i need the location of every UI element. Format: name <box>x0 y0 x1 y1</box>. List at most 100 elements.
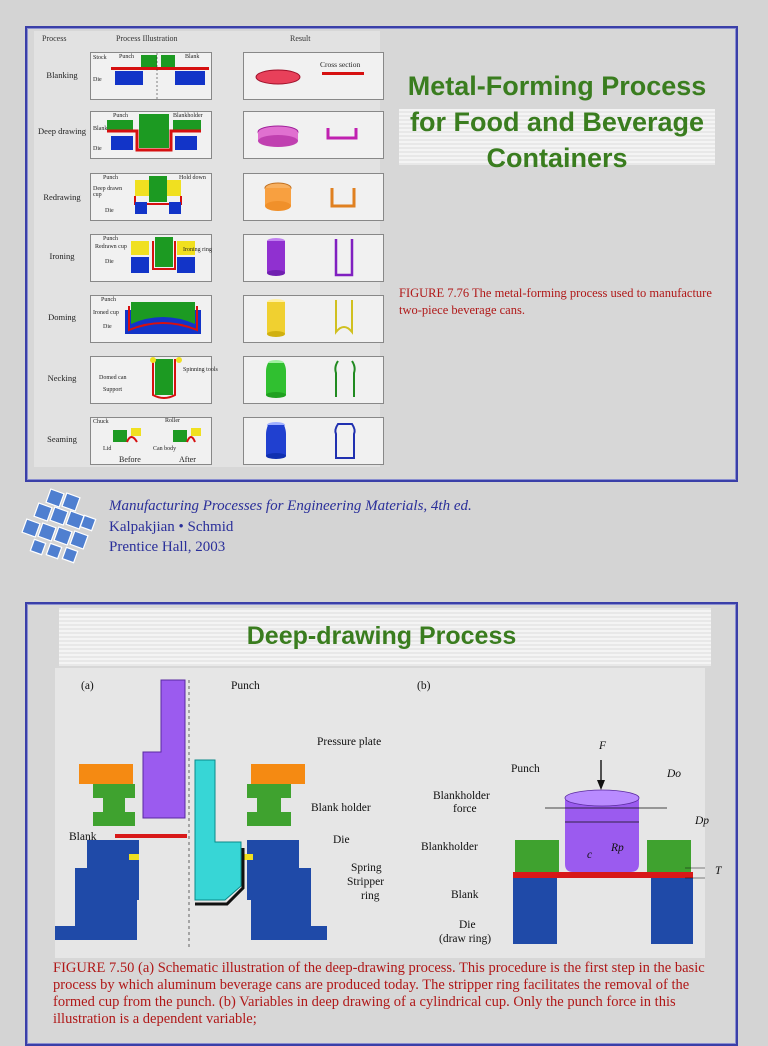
panel-a-tag: (a) <box>81 680 94 692</box>
blanking-result: Cross section <box>243 52 384 100</box>
label-blank-b: Blank <box>451 889 479 901</box>
slide-deep-drawing: Deep-drawing Process (a) Punch Press <box>25 602 738 1046</box>
process-table-figure: Process Process Illustration Result Blan… <box>34 31 384 467</box>
label-pressure-plate: Pressure plate <box>317 736 382 748</box>
label-die: Die <box>93 77 102 83</box>
ironing-illustration: Punch Redrawn cup Ironing ring Die <box>90 234 212 282</box>
necking-result <box>243 356 384 404</box>
label-before: Before <box>119 455 141 464</box>
necking-result-diagram <box>266 360 356 398</box>
label-stripper: Stripper <box>347 876 385 888</box>
process-label-deep-drawing: Deep drawing <box>38 126 86 136</box>
deep-drawing-result <box>243 111 384 159</box>
blanking-result-diagram <box>255 69 364 85</box>
label-blankholder-force: Blankholder <box>433 790 490 802</box>
title-highlight <box>399 109 715 165</box>
label-punch: Punch <box>119 54 134 60</box>
redrawing-result-diagram <box>264 182 356 211</box>
label-blank: Blank <box>69 831 97 843</box>
label-f: F <box>599 740 607 752</box>
header-result: Result <box>290 34 311 43</box>
publisher-logo-icon <box>21 488 97 564</box>
citation-authors: Kalpakjian • Schmid <box>109 519 234 535</box>
ironing-result-diagram <box>267 238 354 277</box>
label-t: T <box>715 865 722 877</box>
deep-drawing-schematic-a <box>55 679 327 948</box>
blanking-illustration: Stock Punch Blank Die <box>90 52 212 100</box>
label-ring: ring <box>361 890 380 902</box>
label-blank: Blank <box>93 126 108 132</box>
panel-b-tag: (b) <box>417 680 431 692</box>
label-cross-section: Cross section <box>320 60 361 69</box>
label-deep-drawn-cup: Deep drawn cup <box>93 186 123 198</box>
label-domed-can: Domed can <box>99 375 127 381</box>
redrawing-illustration: Punch Hold down Deep drawn cup Die <box>90 173 212 221</box>
citation-book: Manufacturing Processes for Engineering … <box>109 498 472 514</box>
label-support: Support <box>103 387 123 393</box>
header-illustration: Process Illustration <box>116 34 178 43</box>
label-force: force <box>453 803 477 815</box>
ironing-result <box>243 234 384 282</box>
label-stock: Stock <box>93 55 107 61</box>
deep-drawing-variables-b <box>513 760 705 944</box>
citation-publisher: Prentice Hall, 2003 <box>109 539 226 555</box>
seaming-diagram <box>113 428 201 443</box>
label-blankholder: Blankholder <box>421 841 478 853</box>
header-process: Process <box>42 34 67 43</box>
label-die: Die <box>333 834 350 846</box>
label-punch-b: Punch <box>511 763 540 775</box>
label-punch: Punch <box>113 113 128 119</box>
label-die: Die <box>105 259 114 265</box>
label-blank: Blank <box>185 54 200 60</box>
label-redrawn-cup: Redrawn cup <box>95 244 127 250</box>
label-rp: Rp <box>611 842 624 854</box>
label-spring: Spring <box>351 862 382 874</box>
label-roller: Roller <box>165 418 180 424</box>
process-label-redrawing: Redrawing <box>43 192 81 202</box>
slide1-title: Metal-Forming Process for Food and Bever… <box>407 71 707 173</box>
slide-metal-forming: Process Process Illustration Result Blan… <box>25 26 738 482</box>
label-lid: Lid <box>103 446 112 452</box>
doming-result-diagram <box>267 299 353 337</box>
redrawing-diagram <box>134 176 182 214</box>
doming-illustration: Punch Ironed cup Die <box>90 295 212 343</box>
label-do: Do <box>667 768 682 780</box>
ironing-diagram <box>131 237 195 273</box>
label-can-body: Can body <box>153 446 177 452</box>
process-label-seaming: Seaming <box>47 434 77 444</box>
process-label-necking: Necking <box>47 373 77 383</box>
label-punch: Punch <box>103 175 118 181</box>
label-punch: Punch <box>231 680 260 692</box>
label-dp: Dp <box>695 815 710 827</box>
label-ironing-ring: Ironing ring <box>183 247 212 253</box>
figure-7-76-caption: FIGURE 7.76 The metal-forming process us… <box>399 286 712 317</box>
redrawing-result <box>243 173 384 221</box>
label-spinning-tools: Spinning tools <box>183 367 218 373</box>
process-label-ironing: Ironing <box>49 251 75 261</box>
doming-result <box>243 295 384 343</box>
deep-drawing-diagram <box>107 114 201 152</box>
deep-drawing-result-diagram <box>257 125 358 147</box>
seaming-result <box>243 417 384 465</box>
figure-7-50: (a) Punch Pressure plate Blank holder Bl… <box>55 668 721 958</box>
label-die: Die <box>93 146 102 152</box>
necking-illustration: Spinning tools Domed can Support <box>90 356 218 404</box>
label-after: After <box>179 455 196 464</box>
slide2-title: Deep-drawing Process <box>246 622 517 650</box>
label-c: c <box>587 849 593 861</box>
label-blankholder: Blankholder <box>173 113 203 119</box>
process-label-blanking: Blanking <box>46 70 78 80</box>
seaming-illustration: Chuck Roller Lid Can body Before After <box>90 417 212 465</box>
doming-diagram <box>125 302 201 334</box>
label-blank-holder: Blank holder <box>311 802 371 814</box>
process-label-doming: Doming <box>48 312 76 322</box>
necking-diagram <box>150 357 182 399</box>
label-die: Die <box>103 324 112 330</box>
deep-drawing-illustration: Punch Blankholder Blank Die <box>90 111 212 159</box>
figure-7-50-caption: FIGURE 7.50 (a) Schematic illustration o… <box>53 960 705 1027</box>
label-chuck: Chuck <box>93 419 109 425</box>
label-die: Die <box>105 208 114 214</box>
label-ironed-cup: Ironed cup <box>93 310 119 316</box>
label-punch: Punch <box>103 236 118 242</box>
seaming-result-diagram <box>266 422 356 459</box>
